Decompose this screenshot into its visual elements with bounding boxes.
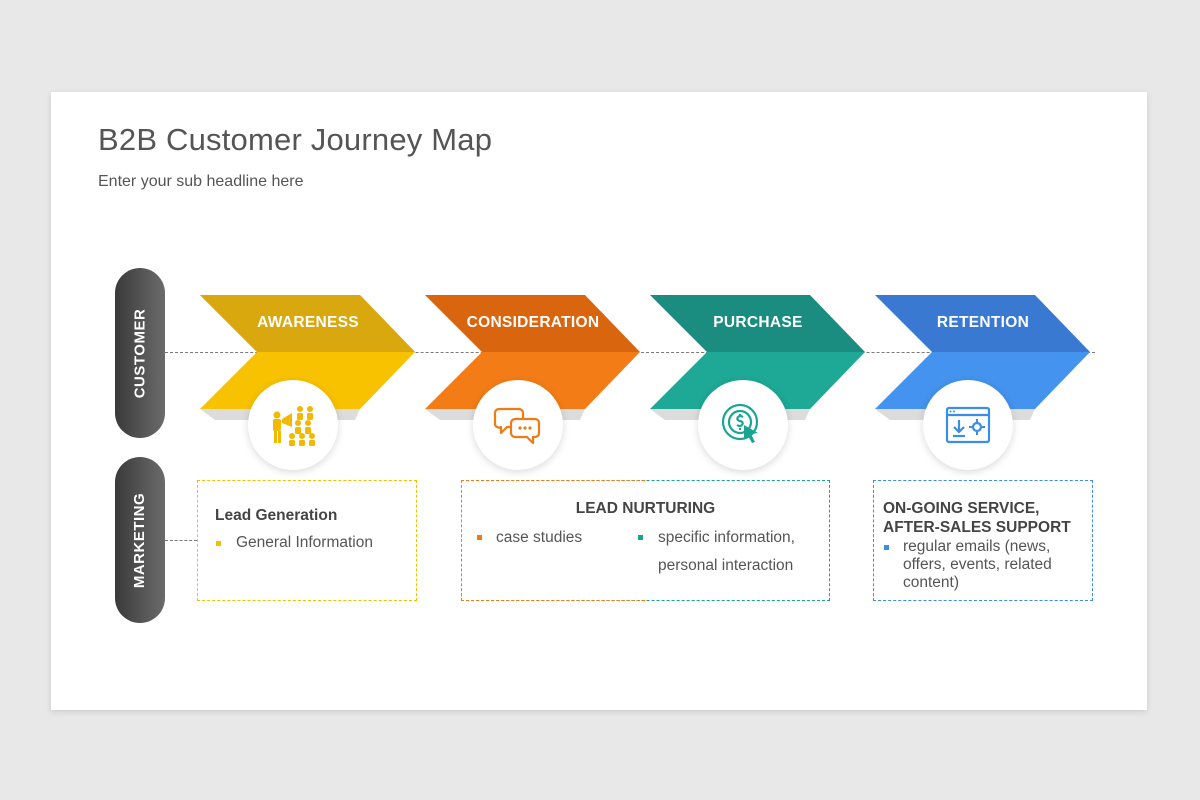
chat-bubbles-icon bbox=[493, 407, 541, 445]
consideration-icon-circle bbox=[473, 380, 563, 470]
lead-nurturing-box-left-accent bbox=[461, 480, 645, 601]
bullet-marker bbox=[884, 545, 889, 550]
support-item-line2: offers, events, related bbox=[903, 556, 1052, 573]
lead-nurturing-box bbox=[461, 480, 830, 601]
retention-icon-circle bbox=[923, 380, 1013, 470]
lead-nurturing-item-specific-1: specific information, bbox=[658, 529, 795, 546]
support-heading-line2: AFTER-SALES SUPPORT bbox=[883, 519, 1071, 536]
audience-megaphone-icon bbox=[273, 406, 315, 446]
lead-nurturing-heading: LEAD NURTURING bbox=[575, 500, 716, 517]
page-subtitle: Enter your sub headline here bbox=[98, 173, 304, 190]
stage-label-purchase: PURCHASE bbox=[713, 314, 803, 331]
row-label-marketing: MARKETING bbox=[115, 457, 165, 623]
download-settings-icon bbox=[945, 406, 991, 444]
lead-generation-heading: Lead Generation bbox=[215, 507, 338, 524]
lead-generation-item: General Information bbox=[236, 534, 373, 551]
support-heading-line1: ON-GOING SERVICE, bbox=[883, 500, 1040, 517]
lead-nurturing-item-case-studies: case studies bbox=[496, 529, 583, 546]
support-item-line3: content) bbox=[903, 574, 960, 591]
stage-label-awareness: AWARENESS bbox=[257, 314, 359, 331]
support-box bbox=[873, 480, 1093, 601]
row-label-customer: CUSTOMER bbox=[115, 268, 165, 438]
stage-label-retention: RETENTION bbox=[936, 314, 1030, 331]
chevron-awareness bbox=[200, 295, 415, 420]
marketing-dashed-line bbox=[165, 540, 197, 541]
lead-generation-box bbox=[197, 480, 417, 601]
bullet-marker bbox=[638, 535, 643, 540]
lead-nurturing-item-specific-2: personal interaction bbox=[658, 557, 794, 574]
bullet-marker bbox=[477, 535, 482, 540]
target-click-icon bbox=[721, 403, 759, 443]
stage-label-consideration: CONSIDERATION bbox=[466, 314, 600, 331]
purchase-icon-circle bbox=[698, 380, 788, 470]
awareness-icon-circle bbox=[248, 380, 338, 470]
support-item-line1: regular emails (news, bbox=[903, 538, 1051, 555]
bullet-marker bbox=[216, 541, 221, 546]
page-title: B2B Customer Journey Map bbox=[98, 122, 493, 157]
chevron-retention bbox=[875, 295, 1090, 420]
